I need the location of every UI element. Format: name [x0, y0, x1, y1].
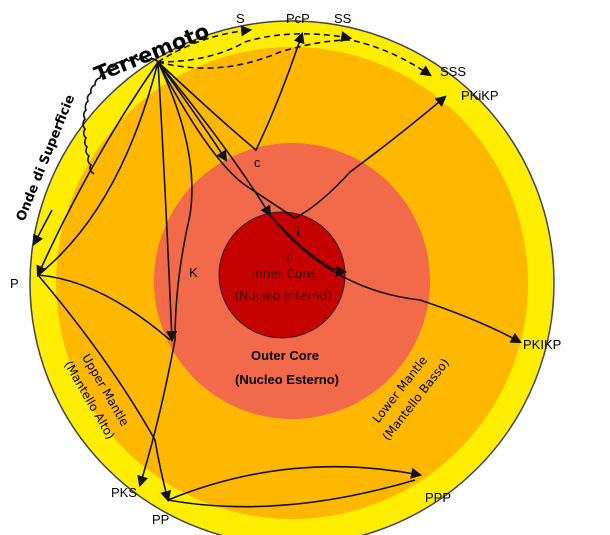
ray-to-i: [157, 61, 272, 217]
phase-label-pkikp: PKIKP: [523, 337, 561, 352]
ray-pcp: [157, 31, 305, 152]
ray-p-to-pp-inner: [37, 274, 171, 341]
ray-p: [36, 61, 159, 278]
phase-label-pkikp-small-i: PKiKP: [461, 88, 499, 103]
phase-label-ppp: PPP: [425, 490, 451, 505]
phase-label-ss: SS: [334, 11, 352, 26]
ray-pp-left: [37, 274, 172, 503]
ray-pkikp-lower: [269, 214, 522, 344]
phase-label-pp: PP: [152, 512, 169, 527]
ray-ppp-lower: [167, 479, 416, 508]
inner-core-label: Inner Core: [252, 267, 315, 281]
ray-k: [157, 61, 178, 343]
boundary-label-i: i: [297, 224, 300, 239]
phase-label-pcp: PcP: [286, 11, 310, 26]
surface-wave-squiggle: [82, 56, 159, 175]
boundary-label-k: K: [189, 265, 198, 280]
ray-sss-dashed: [157, 39, 432, 77]
phase-label-s: S: [236, 11, 245, 26]
phase-label-p: P: [10, 276, 19, 291]
ray-pkikp-upper: [157, 61, 447, 219]
ray-ppp: [167, 465, 423, 501]
ray-to-c: [157, 61, 228, 162]
ray-pks: [137, 61, 193, 488]
surface-wave-arrow: [32, 209, 53, 246]
phase-label-pks: PKS: [111, 485, 137, 500]
phase-label-sss: SSS: [440, 64, 466, 79]
boundary-label-c: c: [254, 155, 261, 170]
outer-core-label-it: (Nucleo Esterno): [235, 372, 339, 387]
inner-core-label-it: (Nucleo Interno): [234, 289, 331, 303]
boundary-label-big-i: I: [286, 250, 290, 265]
ray-ss-dashed: [157, 31, 353, 63]
ray-mantle-left: [37, 61, 159, 276]
outer-core-label: Outer Core: [251, 348, 319, 363]
